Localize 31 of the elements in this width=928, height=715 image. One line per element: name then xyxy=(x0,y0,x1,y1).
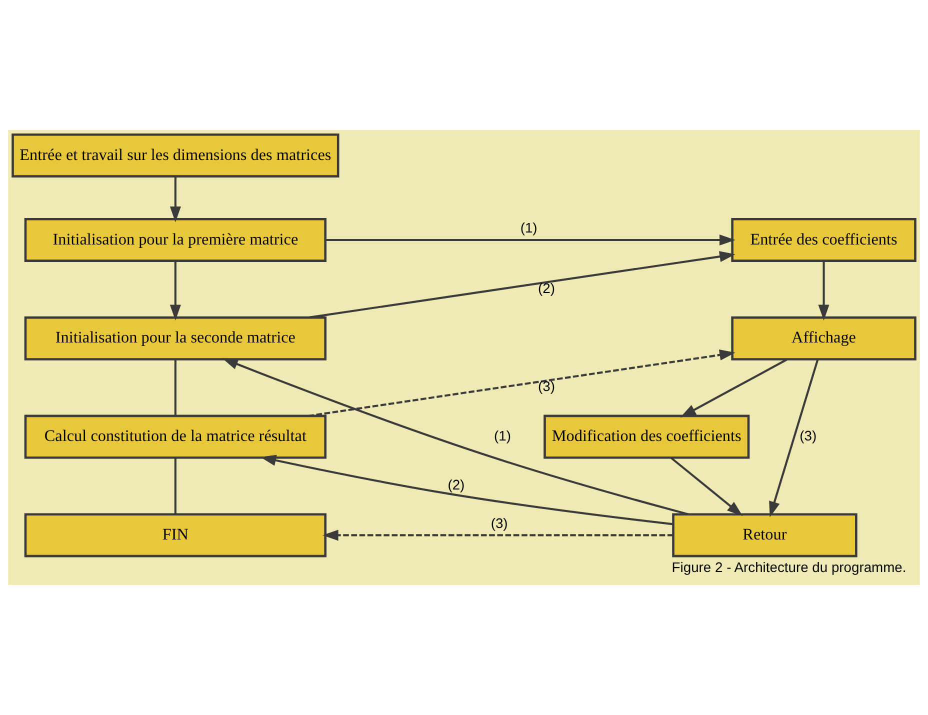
arrow xyxy=(222,358,689,516)
arrow xyxy=(170,176,181,222)
arrow xyxy=(670,457,743,516)
edge-label: (3) xyxy=(490,514,508,531)
edge-label: (2) xyxy=(538,280,555,296)
edge-label: (1) xyxy=(494,427,511,444)
node-box: Initialisation pour la première matrice xyxy=(24,218,327,262)
node-box: Retour xyxy=(672,513,858,558)
arrow xyxy=(308,350,736,417)
connector xyxy=(174,359,176,416)
node-box: FIN xyxy=(24,513,327,558)
node-box: Initialisation pour la seconde matrice xyxy=(24,316,327,360)
arrow xyxy=(325,234,736,246)
caption: Figure 2 - Architecture du programme. xyxy=(672,558,906,575)
node-box: Affichage xyxy=(731,316,916,360)
node-box: Entrée des coefficients xyxy=(731,218,916,262)
arrow xyxy=(769,358,819,518)
arrow xyxy=(308,251,736,319)
arrow xyxy=(170,261,181,320)
arrow xyxy=(322,530,674,541)
arrow xyxy=(260,454,674,526)
edge-label: (3) xyxy=(538,378,555,394)
connector xyxy=(174,458,176,514)
edge-label: (1) xyxy=(520,220,538,236)
node-box: Modification des coefficients xyxy=(544,414,750,459)
node-box: Entrée et travail sur les dimensions des matrices xyxy=(12,133,340,178)
arrow xyxy=(680,358,788,418)
edge-label: (2) xyxy=(448,476,465,493)
arrow xyxy=(818,261,830,320)
edge-label: (3) xyxy=(800,427,817,444)
node-box: Calcul constitution de la matrice résultat xyxy=(24,414,327,459)
